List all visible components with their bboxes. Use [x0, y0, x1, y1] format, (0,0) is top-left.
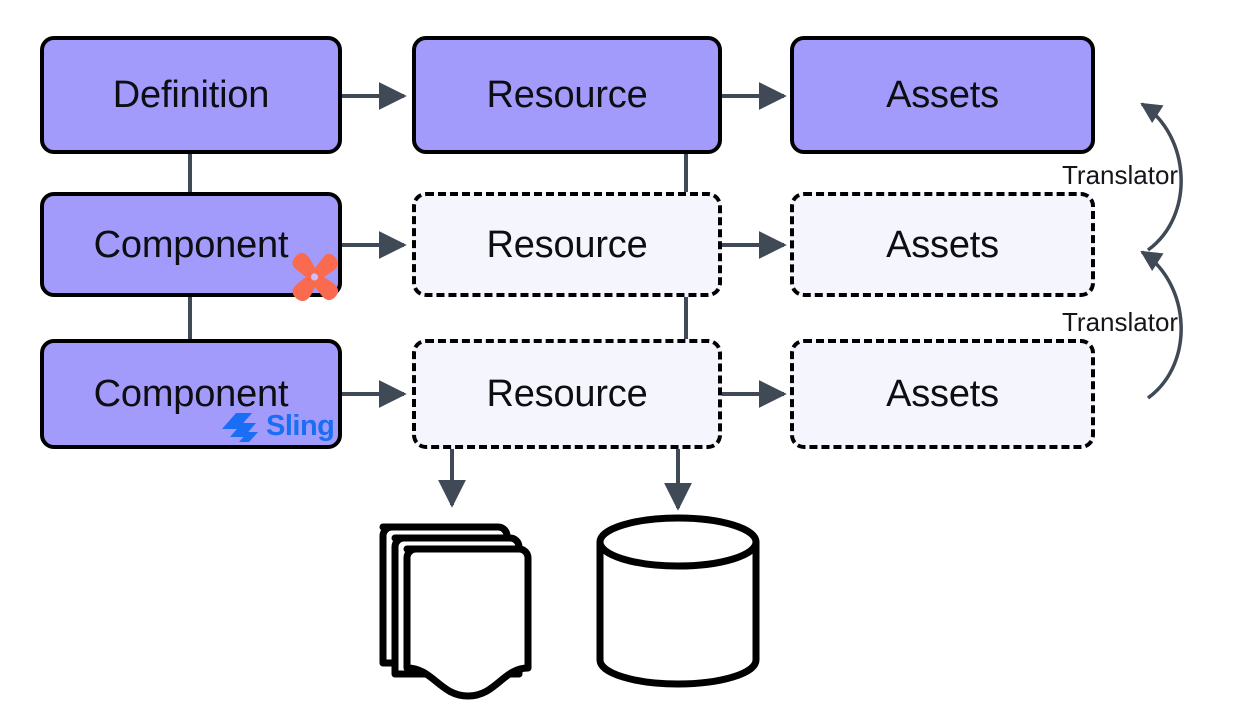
node-resource-2-label: Resource [486, 223, 648, 266]
node-resource-2[interactable]: Resource [412, 192, 722, 297]
node-assets-1-label: Assets [886, 74, 999, 116]
node-assets-3-label: Assets [886, 373, 999, 415]
node-component-2-label: Component [93, 373, 289, 415]
node-assets-2[interactable]: Assets [790, 192, 1095, 297]
edge-label-translator-bottom: Translator [1062, 307, 1179, 337]
node-resource-3-label: Resource [486, 373, 648, 415]
node-resource-1[interactable]: Resource [412, 36, 722, 154]
node-assets-2-label: Assets [886, 223, 999, 266]
node-component-2[interactable]: Component [40, 339, 342, 449]
stacked-documents-icon [379, 523, 532, 700]
node-component-1-label: Component [93, 223, 289, 266]
database-cylinder-icon [596, 514, 760, 688]
x-mark-logo-icon [288, 251, 340, 302]
edge-label-translator-top: Translator [1062, 160, 1179, 190]
sling-slashes-icon [222, 412, 258, 442]
sling-logo: Sling [222, 410, 335, 443]
sling-wordmark: Sling [266, 410, 335, 442]
node-definition[interactable]: Definition [40, 36, 342, 154]
node-resource-1-label: Resource [486, 74, 648, 116]
node-component-1[interactable]: Component [40, 192, 342, 297]
node-assets-3[interactable]: Assets [790, 339, 1095, 449]
node-definition-label: Definition [112, 74, 270, 116]
node-assets-1[interactable]: Assets [790, 36, 1095, 154]
node-resource-3[interactable]: Resource [412, 339, 722, 449]
